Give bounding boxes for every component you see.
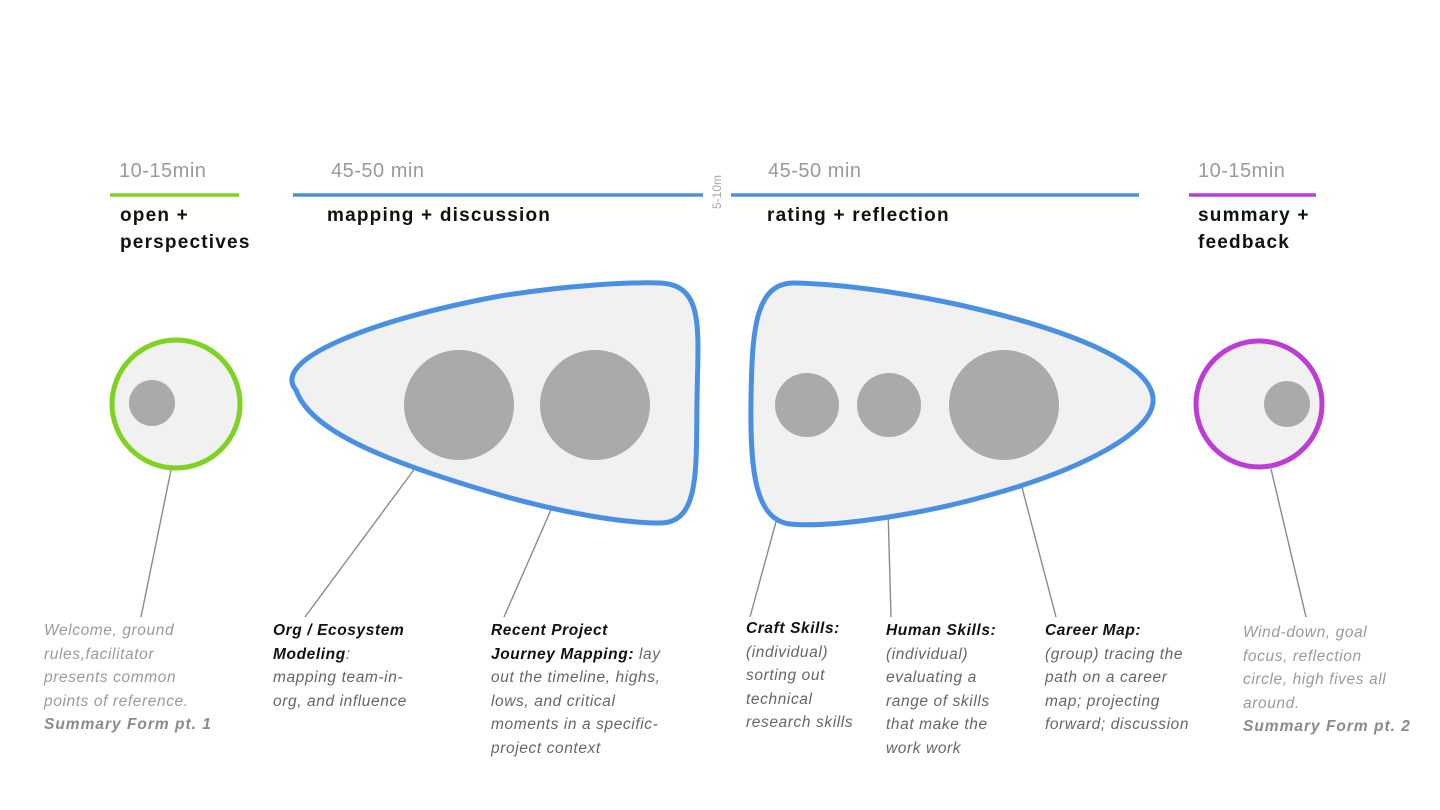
phase-title-line: rating + reflection — [767, 205, 950, 226]
phase-title-open: open + perspectives — [120, 202, 251, 256]
phase-title-line: feedback — [1198, 232, 1290, 253]
phase-title-line: perspectives — [120, 232, 251, 253]
activity-journey: Recent Project Journey Mapping: lay out … — [491, 619, 661, 760]
phase-duration-summary: 10-15min — [1198, 160, 1286, 182]
phase-duration-rating: 45-50 min — [768, 160, 862, 182]
desc-line: mapping team-in- — [273, 669, 404, 686]
desc-line: out the timeline, highs, — [491, 669, 661, 686]
desc-line: (individual) — [886, 645, 969, 663]
connector-winddown — [1270, 468, 1307, 618]
winddown-node — [1264, 381, 1310, 427]
desc-line: range of skills — [886, 692, 990, 710]
desc-line: technical — [746, 690, 813, 708]
activity-org: Org / Ecosystem Modeling: mapping team-i… — [273, 619, 407, 713]
activity-title: Craft Skills: — [746, 620, 840, 637]
desc-line: evaluating a — [886, 669, 977, 686]
activity-title: Human Skills: — [886, 622, 997, 639]
desc-line: Welcome, ground — [44, 622, 175, 639]
connector-org — [304, 447, 431, 618]
journey-node — [540, 350, 650, 460]
summary-phase-circle — [1193, 338, 1325, 470]
phase-title-line: open + — [120, 205, 189, 226]
phase-duration-open: 10-15min — [119, 160, 207, 182]
activity-title: Journey Mapping: — [491, 645, 635, 663]
phase-title-line: mapping + discussion — [327, 205, 552, 226]
desc-line: focus, reflection — [1243, 647, 1362, 665]
desc-line: lows, and critical — [491, 692, 616, 710]
desc-line: presents common — [44, 669, 177, 686]
desc-line: around. — [1243, 694, 1300, 712]
phase-title-mapping: mapping + discussion — [327, 202, 551, 229]
desc-line: path on a career — [1045, 669, 1168, 686]
org-node — [404, 350, 514, 460]
activity-title: Career Map: — [1045, 622, 1142, 639]
open-phase-circle — [109, 337, 243, 471]
activity-winddown: Wind-down, goal focus, reflection circle… — [1243, 621, 1411, 739]
desc-line: moments in a specific- — [491, 716, 659, 733]
desc-line: research skills — [746, 714, 854, 731]
phase-title-rating: rating + reflection — [767, 202, 950, 229]
career-node — [949, 350, 1059, 460]
activity-career: Career Map: (group) tracing the path on … — [1045, 619, 1189, 737]
desc-text: lay — [634, 645, 661, 663]
craft-node — [775, 373, 839, 437]
desc-line: project context — [491, 739, 601, 757]
desc-line: circle, high fives all — [1243, 671, 1387, 688]
activity-welcome: Welcome, ground rules,facilitator presen… — [44, 619, 212, 737]
desc-line: Wind-down, goal — [1243, 624, 1368, 641]
activity-title: Org / Ecosystem — [273, 622, 405, 639]
welcome-node — [129, 380, 175, 426]
desc-line: points of reference. — [44, 692, 189, 710]
desc-line: org, and influence — [273, 692, 408, 710]
desc-line: that make the — [886, 716, 988, 733]
summary-form-label: Summary Form pt. 2 — [1243, 718, 1411, 735]
desc-line: forward; discussion — [1045, 716, 1190, 733]
activity-human: Human Skills: (individual) evaluating a … — [886, 619, 996, 760]
desc-text: : — [345, 645, 351, 663]
phase-title-summary: summary + feedback — [1198, 202, 1310, 256]
desc-line: sorting out — [746, 667, 825, 684]
activity-title: Recent Project — [491, 622, 608, 639]
desc-line: map; projecting — [1045, 692, 1160, 710]
desc-line: (individual) — [746, 643, 829, 661]
activity-craft: Craft Skills: (individual) sorting out t… — [746, 617, 853, 735]
activity-title: Modeling — [273, 645, 346, 663]
connector-welcome — [140, 469, 172, 618]
phase-title-line: summary + — [1198, 205, 1310, 226]
break-duration-label: 5-10m — [710, 175, 724, 210]
phase-duration-mapping: 45-50 min — [331, 160, 425, 182]
summary-form-label: Summary Form pt. 1 — [44, 716, 212, 733]
desc-line: rules,facilitator — [44, 645, 155, 663]
desc-line: (group) tracing the — [1045, 645, 1184, 663]
desc-line: work work — [886, 739, 962, 757]
human-node — [857, 373, 921, 437]
